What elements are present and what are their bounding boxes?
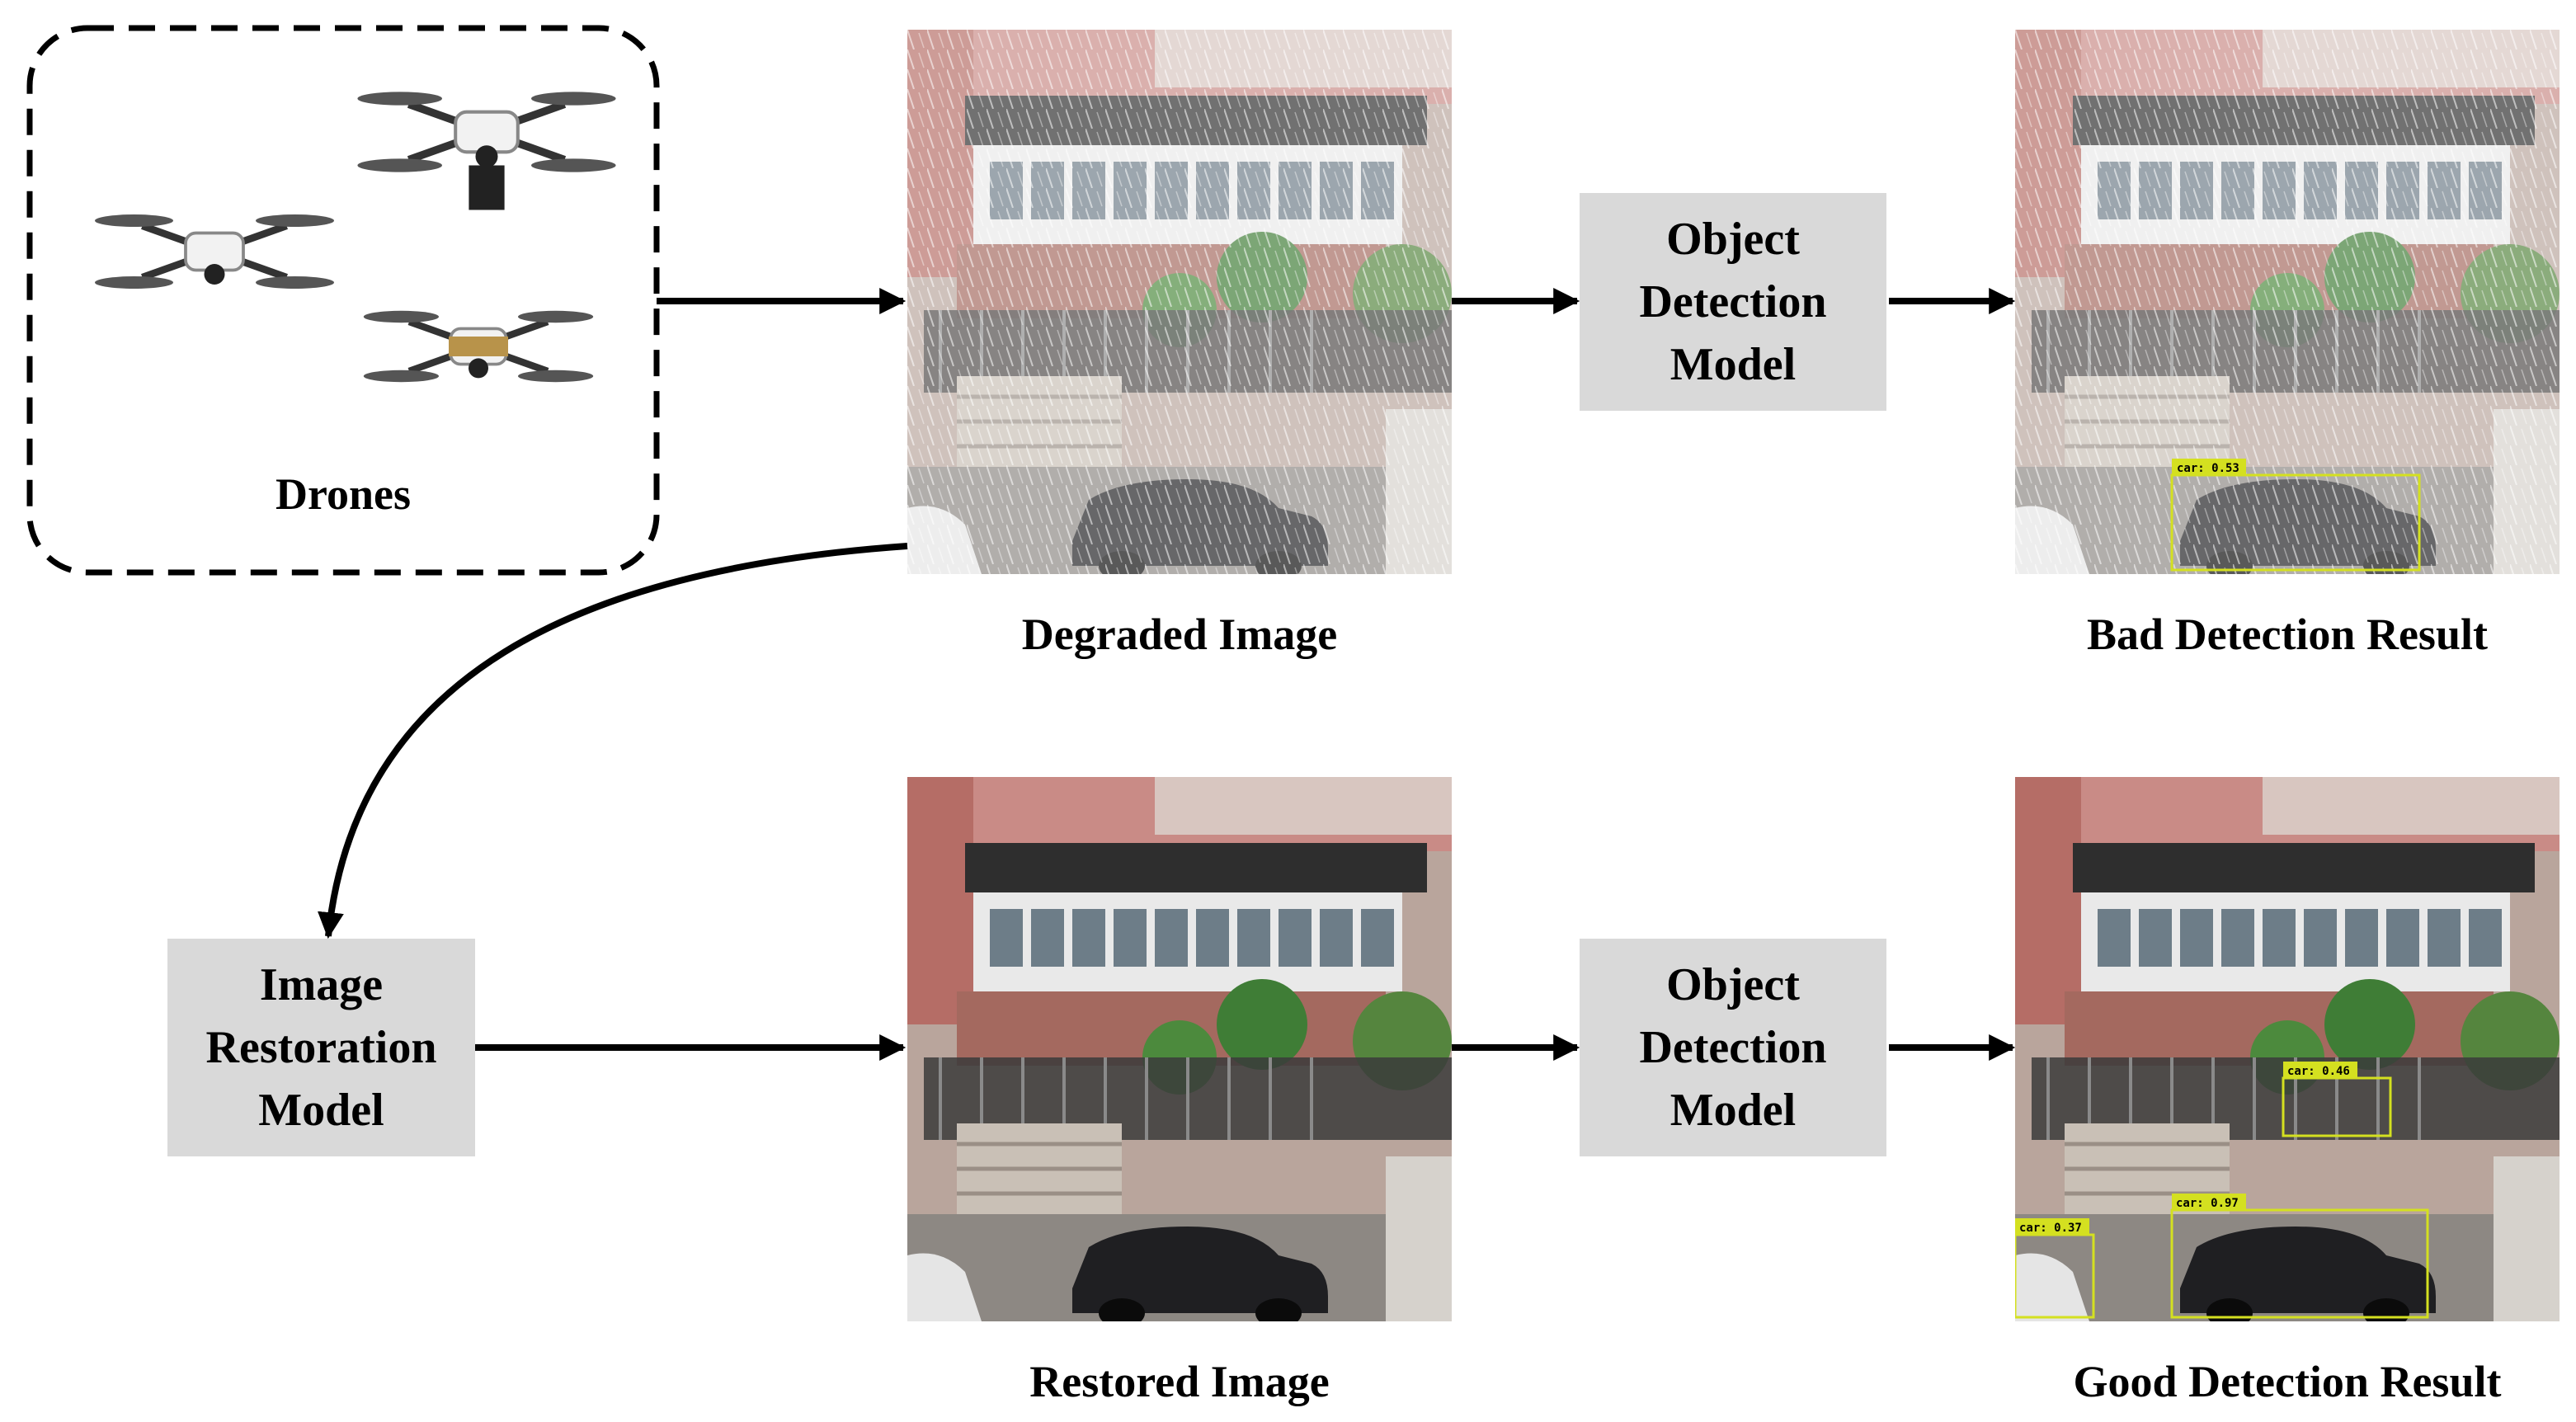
restored-image-caption: Restored Image <box>1029 1357 1330 1406</box>
image-restoration-line-1: Image <box>259 959 384 1010</box>
bad-detection-box <box>2170 473 2421 572</box>
restored-image <box>907 777 1452 1328</box>
object-detection-bottom-line-2: Detection <box>1639 1022 1827 1073</box>
object-detection-model-top: Object Detection Model <box>1580 193 1886 411</box>
drone-top-icon <box>357 92 615 210</box>
drones-caption: Drones <box>275 469 411 519</box>
degraded-image-caption: Degraded Image <box>1021 610 1338 659</box>
object-detection-top-line-3: Model <box>1669 339 1797 390</box>
bad-detection-tag: car: 0.53 <box>2177 462 2239 475</box>
image-restoration-line-3: Model <box>258 1085 384 1136</box>
object-detection-bottom-line-3: Model <box>1669 1085 1797 1136</box>
drone-left-icon <box>95 214 334 289</box>
object-detection-model-bottom: Object Detection Model <box>1580 939 1886 1156</box>
image-restoration-model: Image Restoration Model <box>167 939 475 1156</box>
object-detection-top-line-1: Object <box>1666 214 1800 265</box>
arrow-degraded-to-restoration <box>318 543 908 939</box>
object-detection-bottom-line-1: Object <box>1666 959 1800 1010</box>
good-detection-caption: Good Detection Result <box>2073 1357 2502 1406</box>
drone-gold-icon <box>364 311 593 382</box>
good-detection-box-2 <box>2170 1208 2429 1319</box>
image-restoration-line-2: Restoration <box>205 1022 437 1073</box>
drones-group <box>26 25 660 576</box>
good-detection-tag-3: car: 0.37 <box>2019 1222 2082 1235</box>
good-detection-tag-2: car: 0.97 <box>2176 1197 2239 1210</box>
object-detection-top-line-2: Detection <box>1639 276 1827 327</box>
good-detection-tag-1: car: 0.46 <box>2287 1065 2350 1078</box>
bad-detection-image: car: 0.53 <box>2015 30 2560 574</box>
bad-detection-caption: Bad Detection Result <box>2087 610 2488 659</box>
degraded-image <box>907 30 1452 574</box>
good-detection-image: car: 0.46 car: 0.97 car: 0.37 <box>2015 777 2560 1328</box>
